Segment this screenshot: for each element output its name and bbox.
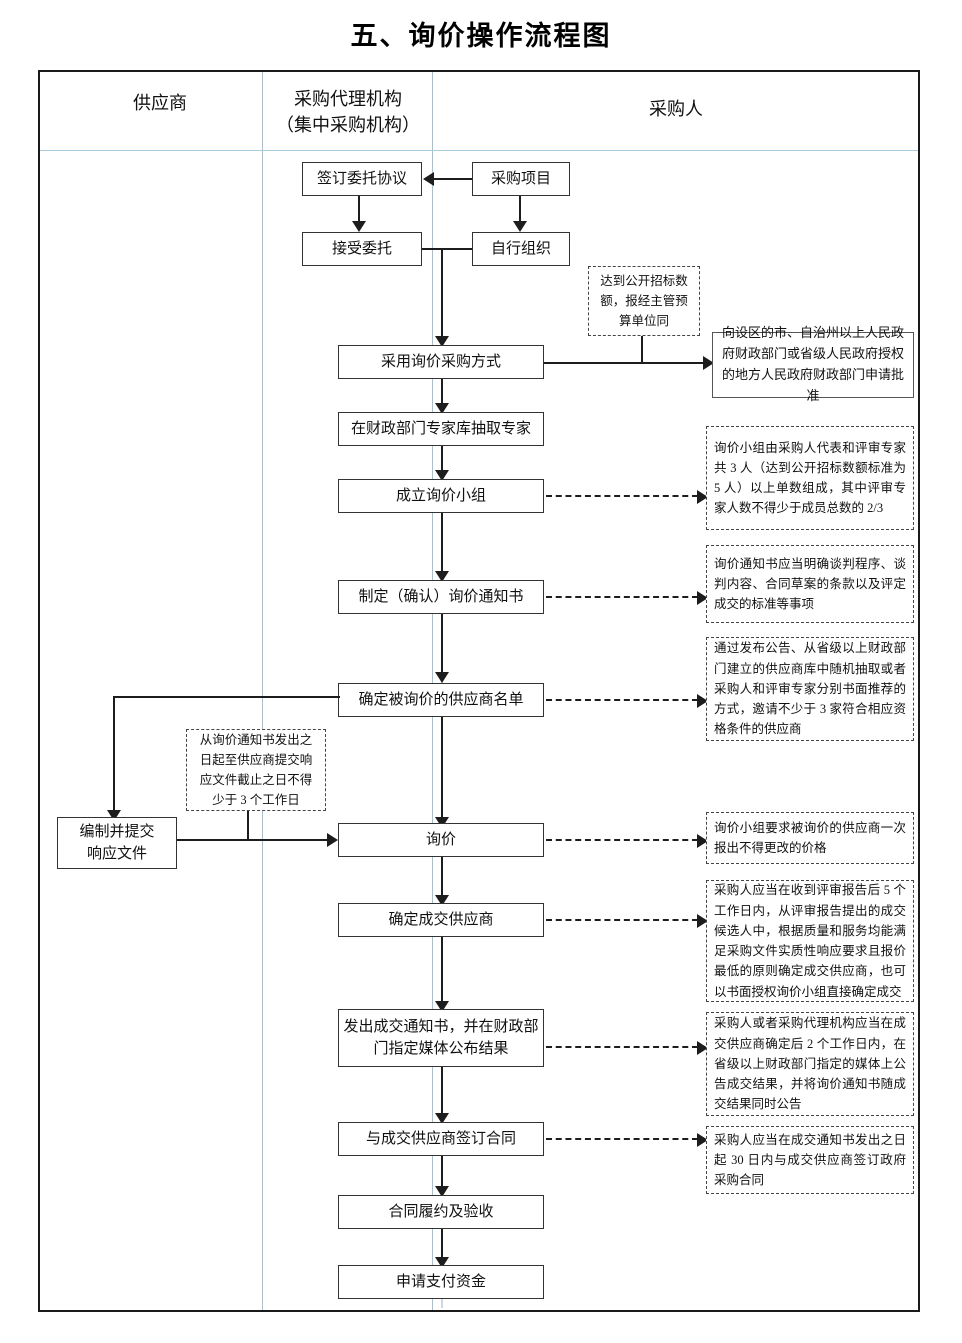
- note-threshold: 达到公开招标数额，报经主管预算单位同: [588, 266, 700, 336]
- diagram-frame: [38, 70, 920, 1312]
- lane-title-purchaser: 采购人: [436, 96, 916, 122]
- connector-notice-to-list: [441, 614, 443, 676]
- connector-inquiry-to-winner: [441, 857, 443, 899]
- connector-winner-to-issue: [441, 937, 443, 1005]
- arrowhead-group-note: [697, 490, 708, 504]
- connector-note-deadline-stub: [247, 811, 249, 840]
- connector-sign-to-accept: [358, 196, 360, 222]
- box-form-group[interactable]: 成立询价小组: [338, 479, 544, 513]
- box-approval[interactable]: 向设区的市、自治州以上人民政府财政部门或省级人民政府授权的地方人民政府财政部门申…: [712, 325, 914, 403]
- connector-perform-to-payment: [441, 1229, 443, 1261]
- arrowhead-issue-to-contract: [435, 1113, 449, 1124]
- note-group-composition: 询价小组由采购人代表和评审专家共 3 人（达到公开招标数额标准为 5 人）以上单…: [706, 426, 914, 530]
- box-make-notice[interactable]: 制定（确认）询价通知书: [338, 580, 544, 614]
- box-sign-contract[interactable]: 与成交供应商签订合同: [338, 1122, 544, 1156]
- arrowhead-join-down: [435, 336, 449, 347]
- lane-label-agency: 采购代理机构: [294, 89, 402, 109]
- box-accept-entrust[interactable]: 接受委托: [302, 232, 422, 266]
- note-response-deadline: 从询价通知书发出之日起至供应商提交响应文件截止之日不得少于 3 个工作日: [186, 729, 326, 811]
- dashed-issue-to-note: [546, 1046, 698, 1048]
- dashed-group-to-note: [546, 495, 698, 497]
- lane-label-supplier: 供应商: [133, 93, 187, 113]
- arrowhead-inquiry-note: [697, 834, 708, 848]
- arrowhead-group-to-notice: [435, 571, 449, 582]
- connector-issue-to-contract: [441, 1067, 443, 1117]
- box-self-organize[interactable]: 自行组织: [472, 232, 570, 266]
- note-contract-rule: 采购人应当在成交通知书发出之日起 30 日内与成交供应商签订政府采购合同: [706, 1126, 914, 1194]
- arrowhead-notice-note: [697, 591, 708, 605]
- connector-join-horizontal: [422, 248, 472, 250]
- box-determine-winner[interactable]: 确定成交供应商: [338, 903, 544, 937]
- connector-project-to-sign: [434, 178, 472, 180]
- arrowhead-contract-note: [697, 1133, 708, 1147]
- arrowhead-list-note: [697, 694, 708, 708]
- arrowhead-winner-note: [697, 914, 708, 928]
- connector-prepare-to-inquiry: [177, 839, 334, 841]
- arrowhead-notice-to-list: [435, 672, 449, 683]
- box-prepare-submit[interactable]: 编制并提交 响应文件: [57, 817, 177, 869]
- arrowhead-project-to-self: [513, 221, 527, 232]
- lane-title-agency: 采购代理机构 （集中采购机构）: [264, 86, 432, 138]
- arrowhead-contract-to-perform: [435, 1186, 449, 1197]
- arrowhead-experts-to-group: [435, 470, 449, 481]
- connector-list-left: [113, 696, 340, 698]
- box-issue-notice-line2: 门指定媒体公布结果: [373, 1041, 509, 1057]
- box-prepare-submit-line1: 编制并提交: [79, 823, 155, 840]
- arrowhead-winner-to-issue: [435, 1001, 449, 1012]
- note-notice-content: 询价通知书应当明确谈判程序、谈判内容、合同草案的条款以及评定成交的标准等事项: [706, 545, 914, 623]
- box-procurement-project[interactable]: 采购项目: [472, 162, 570, 196]
- box-prepare-submit-line2: 响应文件: [86, 846, 147, 862]
- page-title: 五、询价操作流程图: [350, 21, 612, 51]
- dashed-notice-to-note: [546, 596, 698, 598]
- note-supplier-selection: 通过发布公告、从省级以上财政部门建立的供应商库中随机抽取或者采购人和评审专家分别…: [706, 637, 914, 741]
- lane-title-supplier: 供应商: [60, 90, 260, 116]
- arrowhead-project-to-sign: [423, 172, 434, 186]
- dashed-contract-to-note: [546, 1138, 698, 1140]
- box-determine-list[interactable]: 确定被询价的供应商名单: [338, 683, 544, 717]
- dashed-list-to-note: [546, 699, 698, 701]
- connector-note-threshold-stub: [641, 336, 643, 362]
- note-one-time-quote: 询价小组要求被询价的供应商一次报出不得更改的价格: [706, 812, 914, 864]
- arrowhead-list-to-inquiry: [435, 817, 449, 828]
- arrowhead-list-to-prepare: [107, 810, 121, 821]
- connector-join-down: [441, 248, 443, 340]
- connector-project-to-self: [519, 196, 521, 222]
- dashed-inquiry-to-note: [546, 839, 698, 841]
- note-announce-rule: 采购人或者采购代理机构应当在成交供应商确定后 2 个工作日内，在省级以上财政部门…: [706, 1012, 914, 1116]
- connector-adopt-to-experts: [441, 379, 443, 407]
- box-apply-payment[interactable]: 申请支付资金: [338, 1265, 544, 1299]
- box-sign-entrust[interactable]: 签订委托协议: [302, 162, 422, 196]
- header-divider: [40, 150, 918, 151]
- connector-list-left-down: [113, 696, 115, 814]
- note-determine-winner-rule: 采购人应当在收到评审报告后 5 个工作日内，从评审报告提出的成交候选人中，根据质…: [706, 880, 914, 1002]
- box-adopt-inquiry[interactable]: 采用询价采购方式: [338, 345, 544, 379]
- arrowhead-inquiry-to-winner: [435, 895, 449, 906]
- box-inquiry[interactable]: 询价: [338, 823, 544, 857]
- arrowhead-adopt-to-approval: [703, 356, 714, 370]
- lane-label-purchaser: 采购人: [649, 99, 703, 119]
- arrowhead-issue-note: [697, 1041, 708, 1055]
- connector-adopt-to-approval: [544, 362, 710, 364]
- arrowhead-perform-to-payment: [435, 1257, 449, 1268]
- arrowhead-adopt-to-experts: [435, 403, 449, 414]
- connector-contract-to-perform: [441, 1156, 443, 1190]
- arrowhead-prepare-to-inquiry: [327, 833, 338, 847]
- dashed-winner-to-note: [546, 919, 698, 921]
- box-issue-notice-line1: 发出成交通知书，并在财政部: [343, 1018, 539, 1035]
- box-issue-notice[interactable]: 发出成交通知书，并在财政部 门指定媒体公布结果: [338, 1009, 544, 1067]
- box-perform-accept[interactable]: 合同履约及验收: [338, 1195, 544, 1229]
- box-draw-experts[interactable]: 在财政部门专家库抽取专家: [338, 412, 544, 446]
- connector-list-to-inquiry: [441, 717, 443, 821]
- connector-experts-to-group: [441, 446, 443, 474]
- arrowhead-sign-to-accept: [352, 221, 366, 232]
- lane-sublabel-agency: （集中采购机构）: [276, 115, 420, 136]
- lane-divider-supplier-agency: [262, 72, 263, 1310]
- connector-group-to-notice: [441, 513, 443, 575]
